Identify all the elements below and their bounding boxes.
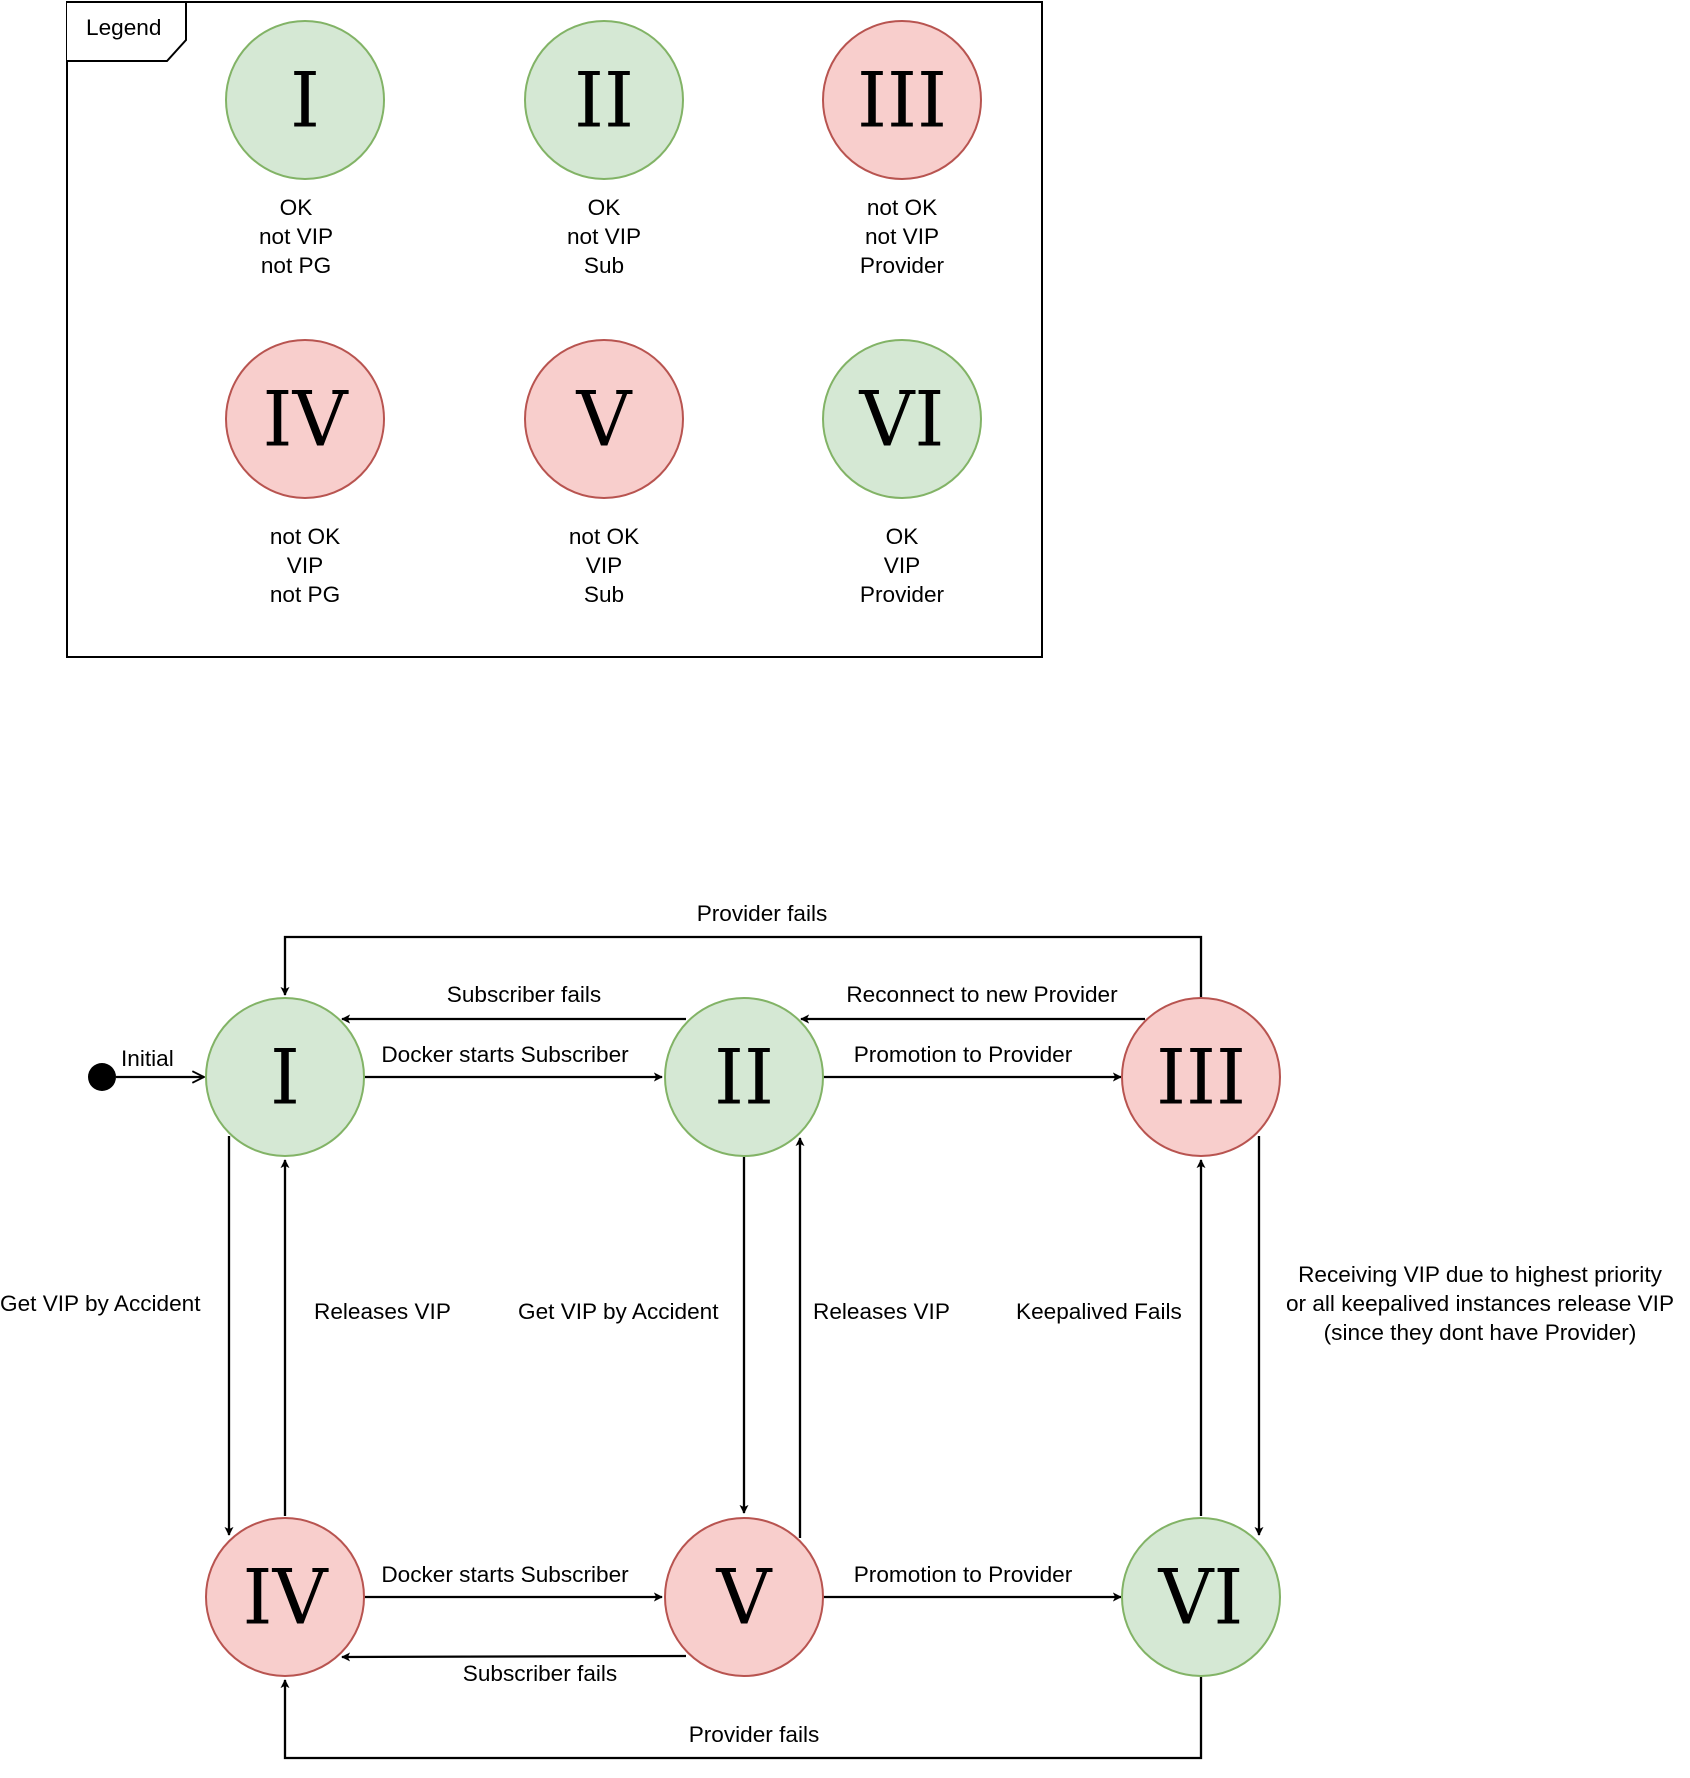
state-I: I xyxy=(205,997,365,1157)
legend-line: not VIP xyxy=(865,224,939,249)
state-IV: IV xyxy=(205,1517,365,1677)
edge-label-receiving-vip-line: (since they dont have Provider) xyxy=(1324,1320,1637,1345)
initial-node xyxy=(88,1063,116,1091)
edge-label-docker-bottom: Docker starts Subscriber xyxy=(381,1562,629,1587)
legend-title: Legend xyxy=(86,15,161,40)
state-numeral: V xyxy=(716,1553,773,1642)
edge-label-provider-fails-top: Provider fails xyxy=(697,901,828,926)
edge-label-docker-top: Docker starts Subscriber xyxy=(381,1042,629,1067)
state-numeral: IV xyxy=(263,375,349,464)
legend-line: not VIP xyxy=(567,224,641,249)
state-numeral: I xyxy=(290,56,320,145)
state-circle xyxy=(205,1517,365,1677)
states: I II III IV V VI xyxy=(205,997,1281,1677)
state-numeral: VI xyxy=(1158,1553,1244,1642)
legend-line: Sub xyxy=(584,582,624,607)
edge-label-get-vip-2: Get VIP by Accident xyxy=(518,1299,719,1324)
state-II: II xyxy=(664,997,824,1157)
edge-provider-fails-top xyxy=(280,935,1203,998)
edge-label-subscriber-fails-top: Subscriber fails xyxy=(447,982,601,1007)
legend-line: not OK xyxy=(569,524,639,549)
edge-label-subscriber-fails-bottom: Subscriber fails xyxy=(463,1661,617,1686)
legend-item-V: V not OK VIP Sub xyxy=(524,339,684,607)
legend-line: VIP xyxy=(884,553,920,578)
edge-label-promotion-bottom: Promotion to Provider xyxy=(854,1562,1073,1587)
transitions: Initial Provider fails Subscriber fails … xyxy=(0,901,1674,1760)
state-numeral: IV xyxy=(243,1553,329,1642)
legend-item-I: I OK not VIP not PG xyxy=(225,20,385,278)
legend-line: Sub xyxy=(584,253,624,278)
legend-item-VI: VI OK VIP Provider xyxy=(822,339,982,607)
legend-line: OK xyxy=(886,524,919,549)
state-circle xyxy=(225,20,385,180)
edge-provider-fails-bottom xyxy=(280,1677,1203,1760)
legend-line: VIP xyxy=(586,553,622,578)
state-circle xyxy=(205,997,365,1157)
state-numeral: III xyxy=(857,56,947,145)
edge-label-reconnect: Reconnect to new Provider xyxy=(846,982,1118,1007)
legend-line: VIP xyxy=(287,553,323,578)
edge-label-initial: Initial xyxy=(121,1046,174,1071)
legend-line: not OK xyxy=(270,524,340,549)
state-numeral: VI xyxy=(859,375,945,464)
edge-label-provider-fails-bottom: Provider fails xyxy=(689,1722,820,1747)
legend-line: Provider xyxy=(860,582,945,607)
legend-tab xyxy=(67,1,187,62)
state-V: V xyxy=(664,1517,824,1677)
edge-label-receiving-vip-line: Receiving VIP due to highest priority xyxy=(1298,1262,1662,1287)
edge-label-promotion-top: Promotion to Provider xyxy=(854,1042,1073,1067)
edge-subscriber-fails-bottom xyxy=(341,1652,687,1662)
state-circle xyxy=(225,339,385,499)
state-circle xyxy=(822,20,982,180)
state-circle xyxy=(822,339,982,499)
edge-label-get-vip-1: Get VIP by Accident xyxy=(0,1291,201,1316)
edge-label-releases-vip-1: Releases VIP xyxy=(314,1299,451,1324)
legend-line: OK xyxy=(280,195,313,220)
legend-line: Provider xyxy=(860,253,945,278)
state-III: III xyxy=(1121,997,1281,1157)
state-circle xyxy=(1121,1517,1281,1677)
legend: Legend I OK not VIP not PG II OK not VIP… xyxy=(66,1,1043,658)
legend-line: OK xyxy=(588,195,621,220)
legend-line: not VIP xyxy=(259,224,333,249)
state-circle xyxy=(664,1517,824,1677)
legend-line: not PG xyxy=(270,582,340,607)
legend-item-IV: IV not OK VIP not PG xyxy=(225,339,385,607)
legend-line: not OK xyxy=(867,195,937,220)
state-circle xyxy=(524,339,684,499)
edge-label-receiving-vip-line: or all keepalived instances release VIP xyxy=(1286,1291,1674,1316)
edge-label-releases-vip-2: Releases VIP xyxy=(813,1299,950,1324)
state-circle xyxy=(524,20,684,180)
state-numeral: I xyxy=(270,1033,300,1122)
state-circle xyxy=(1121,997,1281,1157)
state-numeral: V xyxy=(576,375,633,464)
state-numeral: II xyxy=(714,1033,774,1122)
legend-line: not PG xyxy=(261,253,331,278)
legend-item-III: III not OK not VIP Provider xyxy=(822,20,982,278)
state-numeral: III xyxy=(1156,1033,1246,1122)
legend-item-II: II OK not VIP Sub xyxy=(524,20,684,278)
state-numeral: II xyxy=(574,56,634,145)
state-circle xyxy=(664,997,824,1157)
state-VI: VI xyxy=(1121,1517,1281,1677)
edge-label-keepalived-fails: Keepalived Fails xyxy=(1016,1299,1182,1324)
